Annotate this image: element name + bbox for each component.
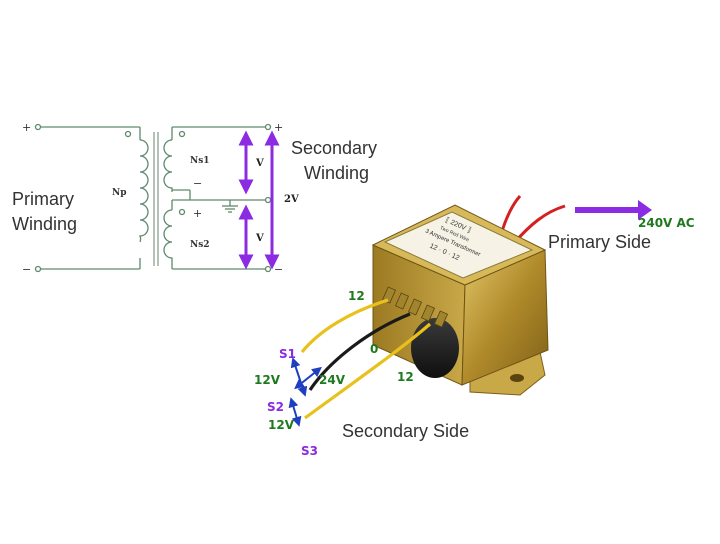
center-plus-sign: +: [193, 207, 202, 220]
primary-side-label: Primary Side: [548, 232, 651, 252]
yellow-wire-bottom: [304, 322, 432, 420]
polarity-dot: [178, 208, 186, 216]
v-bottom-label: V: [255, 233, 264, 244]
secondary-coil-bottom: [163, 209, 173, 269]
secondary-side-label: Secondary Side: [342, 421, 469, 441]
tap-12-bottom-label: 12: [397, 370, 414, 384]
terminal-dot: [34, 123, 42, 131]
terminal-dot: [264, 123, 272, 131]
v12-bottom-label: 12V: [268, 418, 295, 432]
center-minus-sign: −: [193, 177, 202, 190]
ac-arrow-head: [638, 200, 652, 220]
schematic: [38, 126, 268, 270]
primary-plus-sign: +: [22, 121, 31, 134]
primary-minus-sign: −: [22, 263, 31, 276]
v24-arrow: [294, 366, 322, 390]
terminal-dot: [34, 265, 42, 273]
transformer-photo: ⟦ 220V ⟧ Two Red Wire 3 Ampere Transform…: [300, 195, 566, 420]
secondary-winding-label-2: Winding: [304, 163, 369, 183]
secondary-winding-label-1: Secondary: [291, 138, 377, 158]
terminal-dot: [264, 265, 272, 273]
v12-top-arrow: [290, 357, 308, 397]
tap-12-top-label: 12: [348, 289, 365, 303]
primary-winding-label-2: Winding: [12, 214, 77, 234]
secondary-voltage-arrows: [288, 357, 322, 427]
v-total-label: 2V: [284, 194, 299, 205]
ns1-label: Ns1: [190, 156, 210, 166]
s3-label: S3: [301, 444, 318, 458]
mounting-hole: [510, 374, 524, 382]
polarity-dot: [178, 130, 186, 138]
secondary-plus-sign: +: [274, 121, 283, 134]
polarity-dot: [124, 130, 132, 138]
primary-winding-label-1: Primary: [12, 189, 74, 209]
v12-top-label: 12V: [254, 373, 281, 387]
yellow-wire-top: [300, 298, 389, 354]
v-top-label: V: [255, 158, 264, 169]
terminal-dot: [264, 196, 272, 204]
coil-winding: [411, 318, 459, 378]
nameplate: [383, 211, 534, 279]
v12-bottom-arrow: [288, 397, 302, 427]
v24-label: 24V: [319, 373, 346, 387]
tap-0-label: 0: [370, 342, 378, 356]
voltage-arrows: [238, 130, 280, 270]
s2-label: S2: [267, 400, 284, 414]
np-label: Np: [112, 188, 127, 198]
primary-coil: [139, 139, 149, 243]
s1-label: S1: [279, 347, 296, 361]
secondary-minus-sign: −: [274, 263, 283, 276]
ac-voltage-label: 240V AC: [638, 216, 695, 230]
ns2-label: Ns2: [190, 240, 210, 250]
secondary-coil-top: [163, 139, 173, 192]
